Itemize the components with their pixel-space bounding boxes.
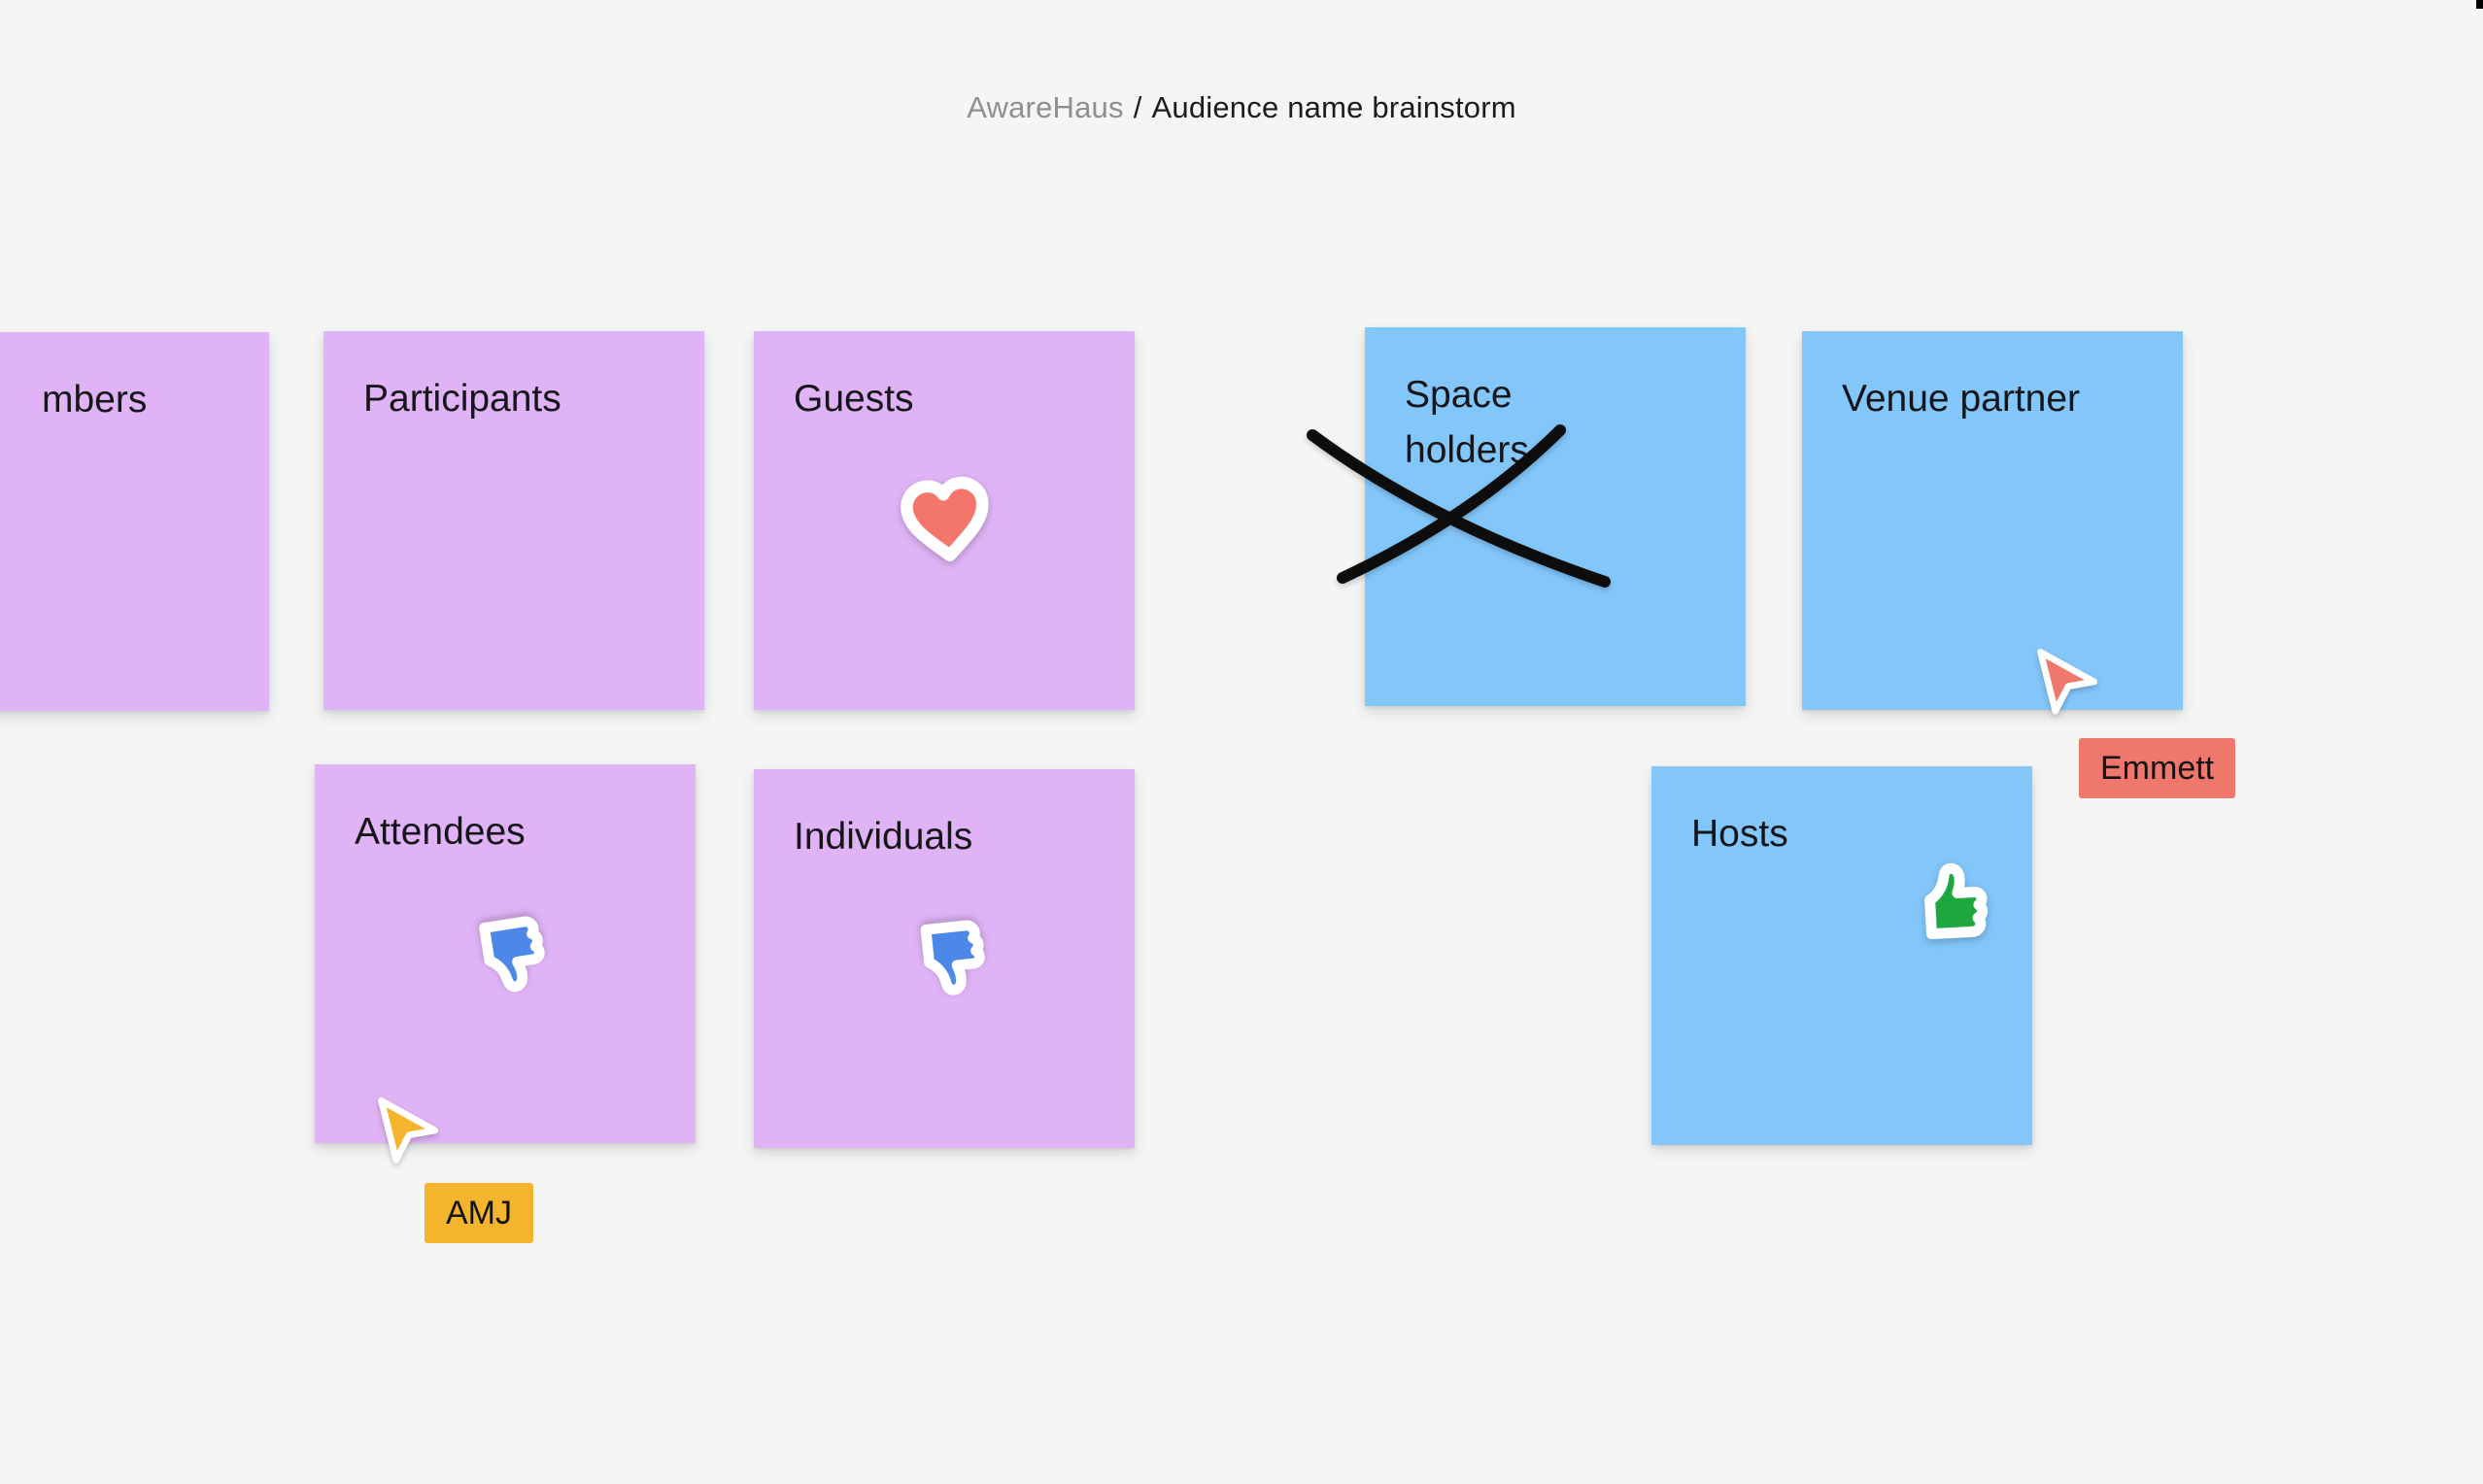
sticky-note-text: Space holders bbox=[1405, 374, 1529, 471]
sticky-note-individuals[interactable]: Individuals bbox=[754, 769, 1135, 1148]
sticky-note-text: Hosts bbox=[1691, 813, 1788, 855]
thumbs-down-icon[interactable] bbox=[459, 907, 555, 1002]
sticky-note-venue-partner[interactable]: Venue partner bbox=[1802, 331, 2183, 710]
emmett-cursor-icon bbox=[2030, 649, 2100, 719]
sticky-note-text: Guests bbox=[794, 378, 914, 420]
sticky-note-text: Venue partner bbox=[1842, 378, 2081, 420]
sticky-note-text: Attendees bbox=[355, 811, 526, 853]
thumbs-up-icon[interactable] bbox=[1904, 858, 1993, 947]
sticky-note-text: Individuals bbox=[794, 816, 973, 858]
sticky-note-participants[interactable]: Participants bbox=[323, 331, 704, 710]
sticky-note-guests[interactable]: Guests bbox=[754, 331, 1135, 710]
amj-name-tag: AMJ bbox=[425, 1183, 533, 1243]
sticky-note-text: Participants bbox=[363, 378, 561, 420]
breadcrumb-page-title[interactable]: Audience name brainstorm bbox=[1151, 90, 1516, 124]
breadcrumb: AwareHaus / Audience name brainstorm bbox=[967, 90, 1516, 125]
sticky-note-attendees[interactable]: Attendees bbox=[315, 764, 696, 1143]
amj-cursor-icon bbox=[371, 1097, 441, 1167]
cross-out-mark[interactable] bbox=[1292, 408, 1622, 602]
thumbs-down-icon[interactable] bbox=[901, 912, 994, 1004]
emmett-name-tag: Emmett bbox=[2079, 738, 2236, 798]
breadcrumb-separator: / bbox=[1133, 90, 1142, 124]
heart-icon[interactable] bbox=[895, 469, 998, 572]
corner-artifact bbox=[2476, 0, 2483, 9]
sticky-note-hosts[interactable]: Hosts bbox=[1651, 766, 2032, 1145]
breadcrumb-project[interactable]: AwareHaus bbox=[967, 90, 1124, 124]
sticky-note-text: mbers bbox=[42, 379, 148, 421]
sticky-note-members[interactable]: mbers bbox=[0, 332, 269, 711]
sticky-note-space-holders[interactable]: Space holders bbox=[1365, 327, 1746, 706]
